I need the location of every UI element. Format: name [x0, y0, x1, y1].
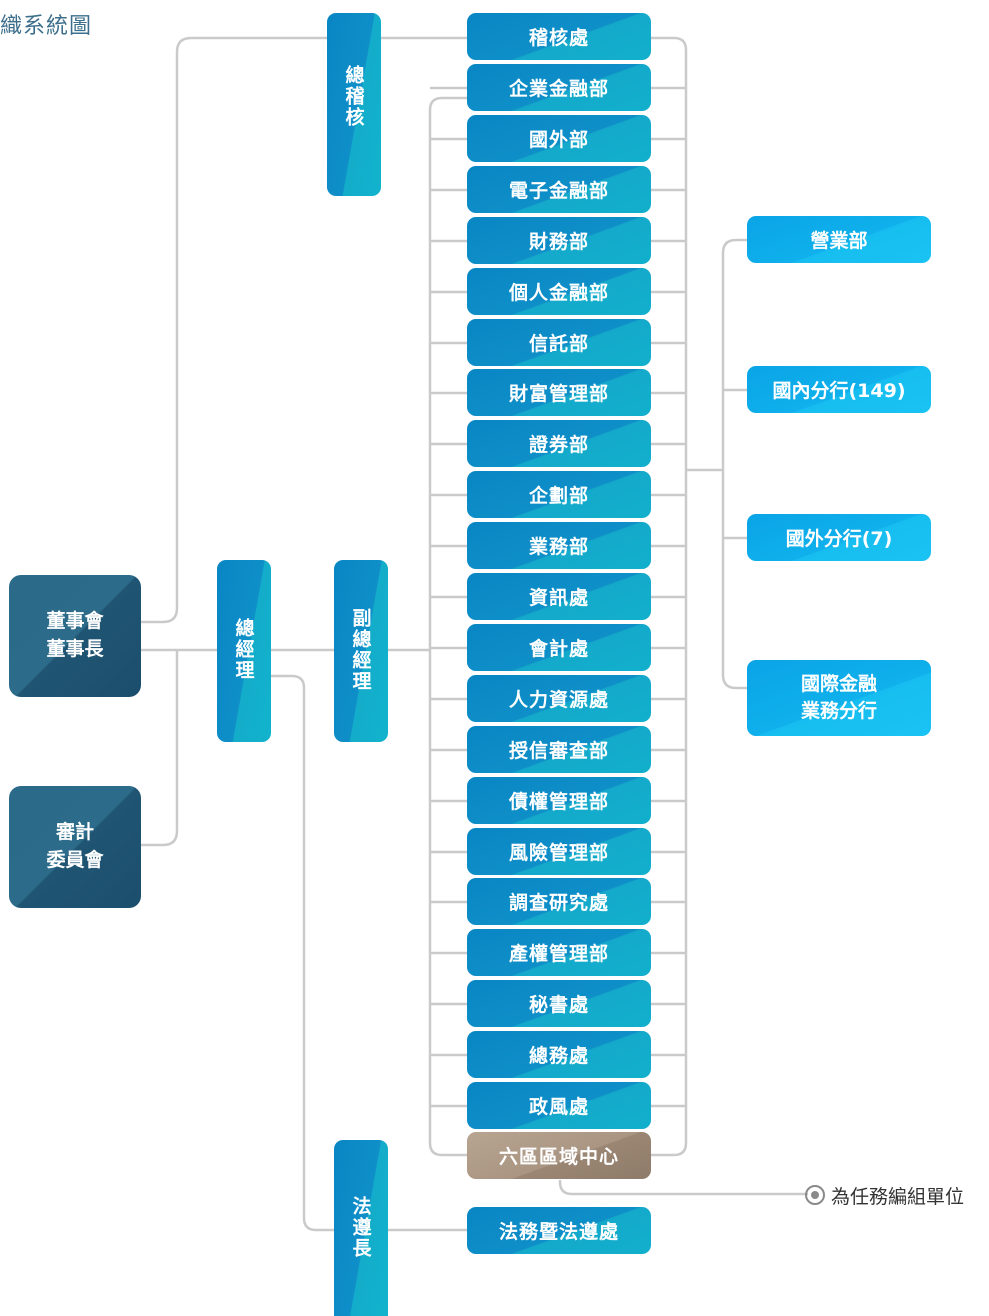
department-label: 產權管理部 — [508, 943, 609, 965]
obu-line1: 國際金融 — [800, 673, 877, 696]
obu-line2: 業務分行 — [800, 700, 877, 722]
department-box[interactable]: 財務部 — [467, 217, 651, 264]
legend: 為任務編組單位 — [805, 1182, 964, 1208]
legal-compliance-box[interactable]: 法務暨法遵處 — [467, 1207, 651, 1254]
audit-office-label: 稽核處 — [528, 27, 589, 49]
department-box[interactable]: 證券部 — [467, 420, 651, 467]
department-box[interactable]: 調查研究處 — [467, 878, 651, 925]
department-box[interactable]: 會計處 — [467, 624, 651, 671]
department-label: 政風處 — [528, 1096, 589, 1118]
department-box[interactable]: 風險管理部 — [467, 828, 651, 875]
overseas-branches-label: 國外分行(7) — [785, 528, 893, 550]
department-box[interactable]: 業務部 — [467, 522, 651, 569]
obu-branch-box[interactable]: 國際金融 業務分行 — [747, 660, 931, 736]
department-box[interactable]: 企劃部 — [467, 471, 651, 518]
department-label: 企業金融部 — [508, 78, 609, 100]
target-circle-icon — [805, 1185, 825, 1205]
department-box[interactable]: 國外部 — [467, 115, 651, 162]
department-box[interactable]: 財富管理部 — [467, 369, 651, 416]
board-of-directors-box[interactable]: 董事會 董事長 — [9, 575, 141, 697]
business-department-box[interactable]: 營業部 — [747, 216, 931, 263]
department-label: 信託部 — [528, 333, 589, 355]
department-label: 調查研究處 — [508, 892, 609, 914]
chief-compliance-label: 法遵長 — [349, 1196, 372, 1259]
board-label: 董事會 — [46, 610, 104, 633]
evp-label: 副總經理 — [349, 608, 372, 692]
department-box[interactable]: 秘書處 — [467, 980, 651, 1027]
department-label: 資訊處 — [528, 587, 589, 609]
department-label: 秘書處 — [528, 994, 589, 1016]
regional-center-box[interactable]: 六區區域中心 — [467, 1132, 651, 1179]
department-label: 企劃部 — [528, 485, 589, 507]
department-box[interactable]: 信託部 — [467, 319, 651, 366]
president-box[interactable]: 總經理 — [217, 560, 271, 742]
department-box[interactable]: 電子金融部 — [467, 166, 651, 213]
department-label: 業務部 — [528, 536, 589, 558]
department-label: 風險管理部 — [508, 842, 609, 864]
department-label: 債權管理部 — [508, 791, 609, 813]
regional-center-label: 六區區域中心 — [498, 1146, 619, 1168]
department-box[interactable]: 產權管理部 — [467, 929, 651, 976]
chief-auditor-label: 總稽核 — [342, 65, 365, 128]
overseas-branches-box[interactable]: 國外分行(7) — [747, 514, 931, 561]
department-box[interactable]: 企業金融部 — [467, 64, 651, 111]
chairman-label: 董事長 — [46, 638, 104, 660]
domestic-branches-label: 國內分行(149) — [772, 380, 906, 402]
department-box[interactable]: 總務處 — [467, 1031, 651, 1078]
page-title: 織系統圖 — [0, 14, 93, 39]
audit-committee-line2: 委員會 — [46, 849, 104, 871]
department-label: 財富管理部 — [508, 383, 609, 405]
audit-office-box[interactable]: 稽核處 — [467, 13, 651, 60]
department-box[interactable]: 債權管理部 — [467, 777, 651, 824]
department-box[interactable]: 授信審查部 — [467, 726, 651, 773]
president-label: 總經理 — [232, 618, 255, 681]
evp-box[interactable]: 副總經理 — [334, 560, 388, 742]
department-box[interactable]: 資訊處 — [467, 573, 651, 620]
audit-committee-line1: 審計 — [55, 821, 94, 844]
department-box[interactable]: 政風處 — [467, 1082, 651, 1129]
department-label: 人力資源處 — [508, 689, 609, 711]
chief-auditor-box[interactable]: 總稽核 — [327, 13, 381, 196]
business-department-label: 營業部 — [810, 230, 868, 252]
department-label: 電子金融部 — [508, 180, 609, 202]
department-label: 總務處 — [528, 1045, 589, 1067]
department-label: 個人金融部 — [508, 282, 609, 304]
department-label: 財務部 — [528, 231, 589, 253]
audit-committee-box[interactable]: 審計 委員會 — [9, 786, 141, 908]
department-box[interactable]: 人力資源處 — [467, 675, 651, 722]
department-label: 授信審查部 — [508, 740, 609, 762]
department-label: 國外部 — [528, 129, 589, 151]
department-box[interactable]: 個人金融部 — [467, 268, 651, 315]
legend-label: 為任務編組單位 — [831, 1185, 965, 1208]
department-label: 證券部 — [528, 434, 589, 456]
legal-compliance-label: 法務暨法遵處 — [498, 1221, 619, 1243]
domestic-branches-box[interactable]: 國內分行(149) — [747, 366, 931, 413]
chief-compliance-box[interactable]: 法遵長 — [334, 1140, 388, 1316]
department-label: 會計處 — [528, 638, 589, 660]
